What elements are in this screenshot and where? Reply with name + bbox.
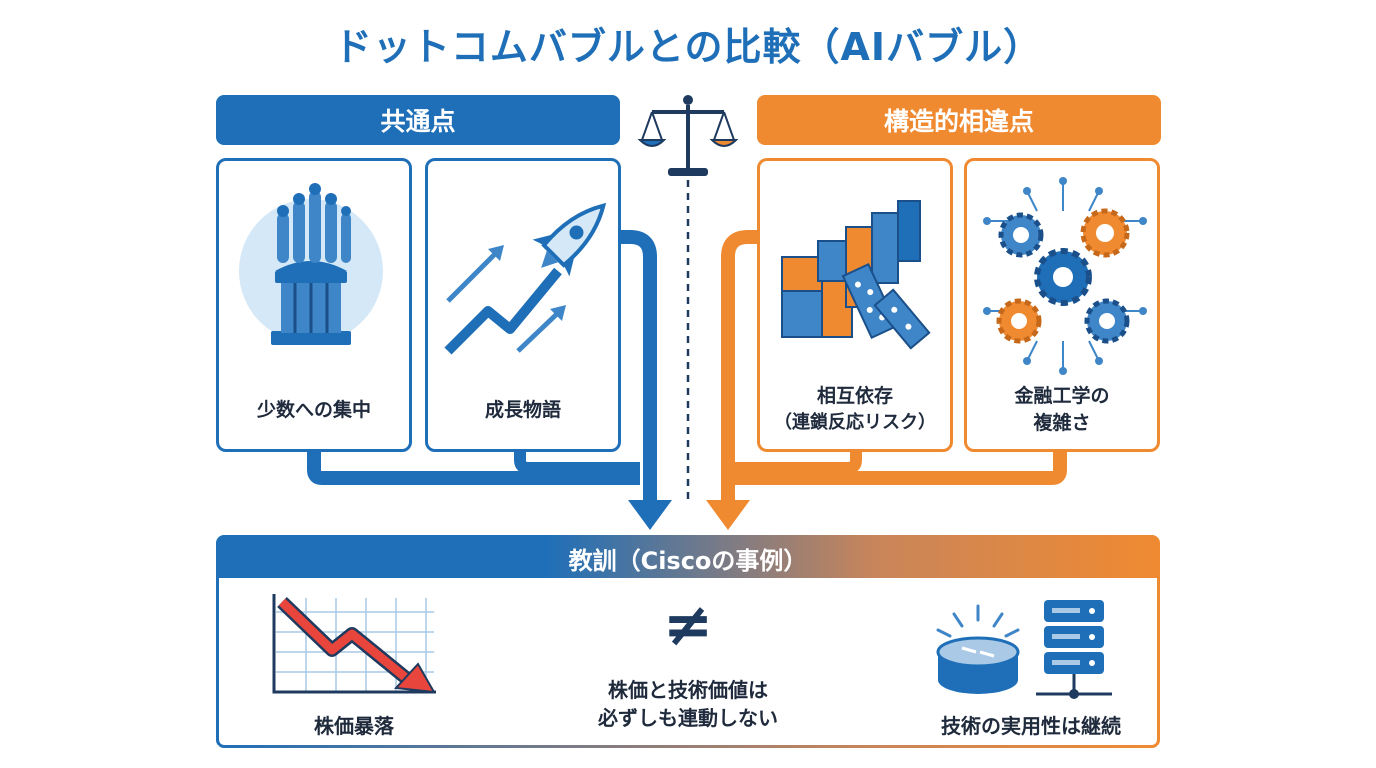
card-interdependence: 相互依存 （連鎖反応リスク） — [757, 158, 953, 452]
card-concentration: 少数への集中 — [216, 158, 412, 452]
blue-arrow-head — [628, 500, 672, 530]
not-equal-symbol: ≠ — [662, 590, 714, 660]
orange-flow-right — [735, 445, 1067, 485]
blue-flow-mid — [514, 445, 640, 474]
lesson-middle-text: 株価と技術価値は 必ずしも連動しない — [540, 676, 836, 732]
financial-engineering-line1: 金融工学の — [1014, 385, 1110, 407]
lesson-middle-line1: 株価と技術価値は — [608, 678, 768, 702]
structural-differences-header: 構造的相違点 — [757, 95, 1161, 145]
orange-arrow-head — [706, 500, 750, 530]
card-growth-story-label: 成長物語 — [484, 399, 561, 421]
domino-blocks-icon — [781, 200, 931, 350]
blue-flow-right — [618, 230, 657, 505]
interdependence-line2: （連鎖反応リスク） — [774, 411, 936, 433]
orange-flow-mid — [735, 445, 862, 474]
rocket-growth-icon — [444, 202, 607, 355]
card-growth-story: 成長物語 — [425, 158, 621, 452]
stock-crash-chart-icon — [272, 594, 436, 694]
card-financial-engineering-label: 金融工学の 複雑さ — [967, 383, 1157, 436]
card-interdependence-label: 相互依存 （連鎖反応リスク） — [760, 383, 950, 435]
pillar-hand-icon — [239, 183, 383, 345]
page-title: ドットコムバブルとの比較（AIバブル） — [333, 25, 1043, 69]
lesson-middle-line2: 必ずしも連動しない — [598, 706, 778, 730]
common-points-header: 共通点 — [216, 95, 620, 145]
lesson-header: 教訓（Ciscoの事例） — [216, 535, 1160, 581]
card-financial-engineering: 金融工学の 複雑さ — [964, 158, 1160, 452]
interdependence-line1: 相互依存 — [816, 385, 893, 407]
financial-engineering-line2: 複雑さ — [1033, 411, 1091, 434]
blue-flow-left — [307, 445, 640, 485]
stock-crash-label: 株価暴落 — [314, 714, 394, 738]
orange-flow-left — [721, 230, 760, 505]
card-concentration-label: 少数への集中 — [256, 399, 371, 421]
tech-utility-label: 技術の実用性は継続 — [941, 714, 1121, 738]
gears-circuit-icon — [983, 177, 1147, 375]
router-server-icon — [936, 600, 1112, 699]
balance-scale-icon — [637, 95, 739, 176]
